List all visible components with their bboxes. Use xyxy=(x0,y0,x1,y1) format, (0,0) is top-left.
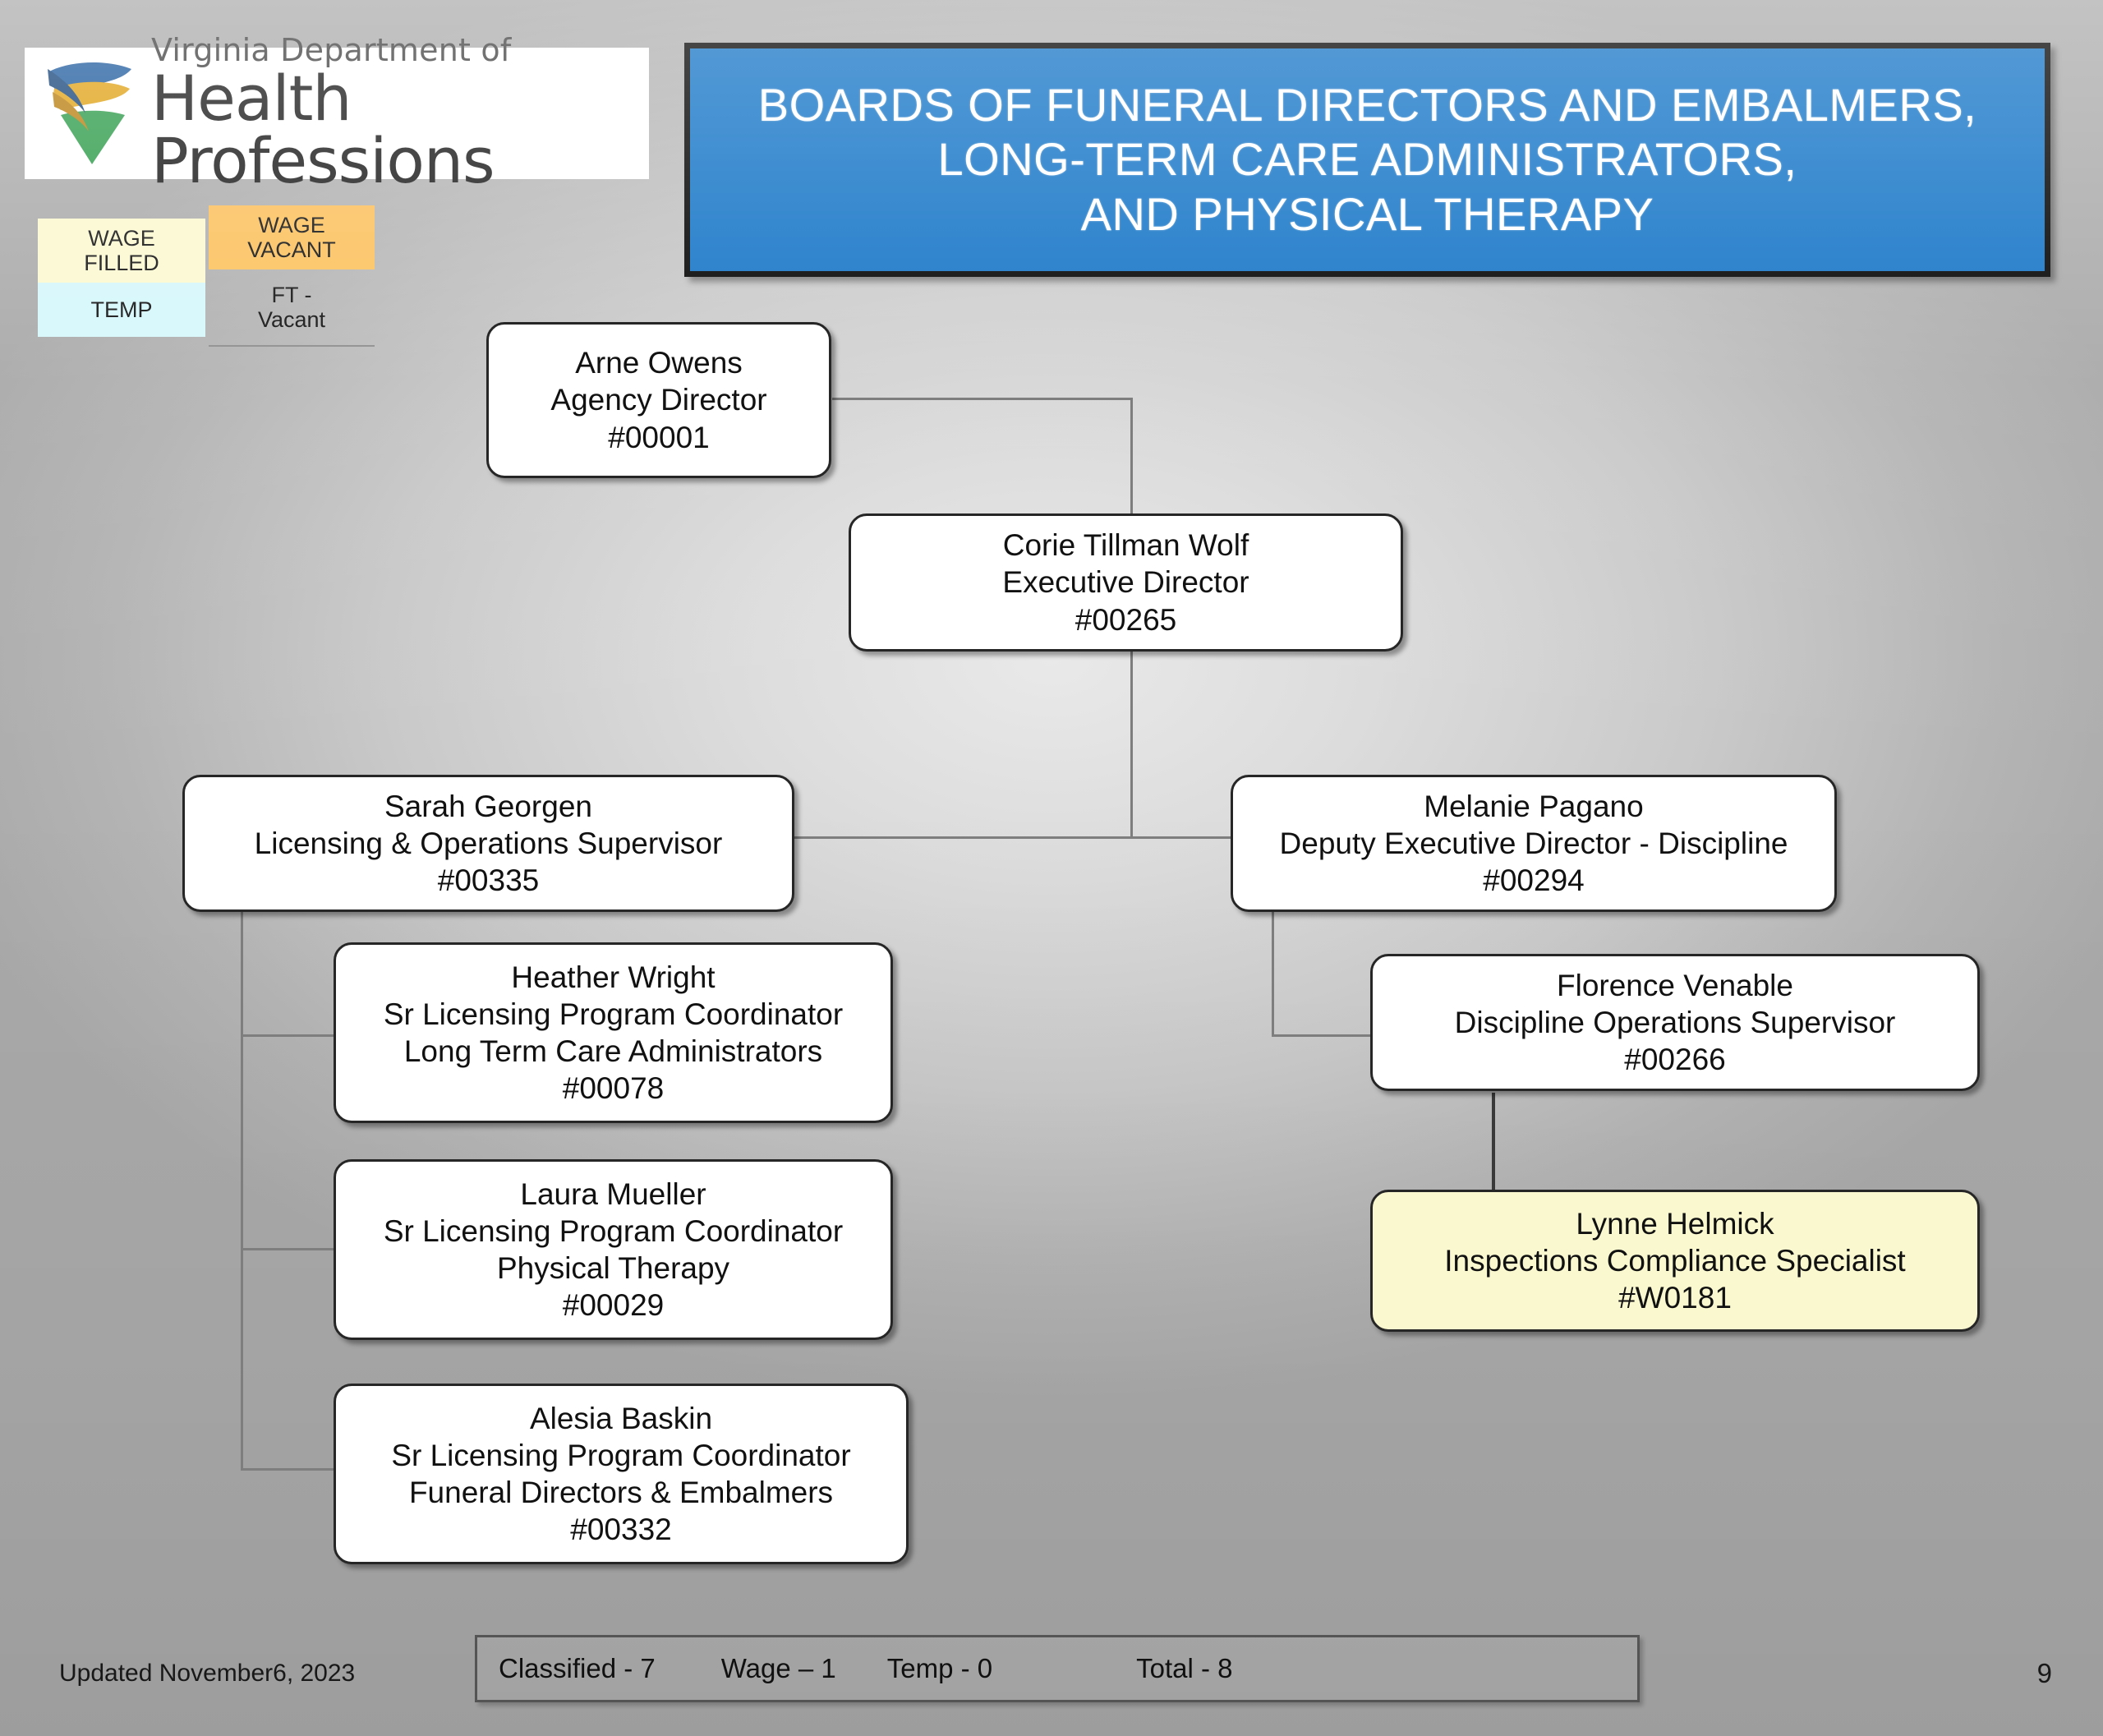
node-name: Heather Wright xyxy=(511,960,716,994)
node-number: #00294 xyxy=(1483,863,1585,898)
org-node-alesia-baskin[interactable]: Alesia Baskin Sr Licensing Program Coord… xyxy=(334,1384,909,1564)
node-name: Alesia Baskin xyxy=(529,1401,713,1435)
node-number: #00265 xyxy=(1075,602,1177,637)
legend-item-wage-filled: WAGE FILLED xyxy=(38,219,205,283)
node-name: Lynne Helmick xyxy=(1576,1206,1774,1241)
summary-total: Total - 8 xyxy=(1136,1653,1233,1683)
node-title: Sr Licensing Program Coordinator xyxy=(391,1438,851,1472)
legend-ft-vacant-line1: FT - xyxy=(271,282,312,307)
legend-wage-vacant-line1: WAGE xyxy=(258,212,325,237)
node-name: Corie Tillman Wolf xyxy=(1002,528,1249,563)
node-number: #00332 xyxy=(570,1513,672,1547)
title-line-2: LONG-TERM CARE ADMINISTRATORS, xyxy=(937,133,1797,186)
legend-item-ft-vacant: FT - Vacant xyxy=(209,269,375,347)
node-title: Agency Director xyxy=(550,383,767,417)
org-node-corie-tillman-wolf[interactable]: Corie Tillman Wolf Executive Director #0… xyxy=(849,513,1403,652)
node-number: #00266 xyxy=(1624,1043,1726,1077)
node-title: Discipline Operations Supervisor xyxy=(1454,1005,1896,1039)
org-node-arne-owens[interactable]: Arne Owens Agency Director #00001 xyxy=(486,322,831,478)
connector-georgen-to-mueller xyxy=(241,1248,335,1250)
vdhp-logo: Virginia Department of Health Profession… xyxy=(25,35,649,192)
connector-pagano-to-venable-horizontal xyxy=(1272,1034,1370,1037)
node-subtitle: Long Term Care Administrators xyxy=(403,1034,823,1068)
logo-line-1: Virginia Department of xyxy=(151,32,512,68)
node-subtitle: Funeral Directors & Embalmers xyxy=(408,1476,834,1509)
node-number: #00335 xyxy=(437,863,540,898)
connector-wolf-to-georgen-horizontal xyxy=(793,836,1133,839)
logo-line-2: Health Professions xyxy=(151,62,495,197)
legend-wage-filled-line1: WAGE xyxy=(88,225,155,251)
legend-wage-vacant-line2: VACANT xyxy=(247,237,336,262)
connector-venable-to-helmick xyxy=(1492,1093,1495,1191)
node-name: Melanie Pagano xyxy=(1424,789,1644,823)
org-node-florence-venable[interactable]: Florence Venable Discipline Operations S… xyxy=(1370,954,1980,1091)
updated-date: Updated November6, 2023 xyxy=(59,1660,356,1687)
title-line-3: AND PHYSICAL THERAPY xyxy=(1080,187,1654,240)
summary-classified: Classified - 7 xyxy=(499,1653,656,1683)
org-node-heather-wright[interactable]: Heather Wright Sr Licensing Program Coor… xyxy=(334,942,893,1123)
vdhp-shield-logo-icon xyxy=(48,62,131,164)
node-number: #00029 xyxy=(562,1288,665,1323)
node-title: Executive Director xyxy=(1002,565,1249,600)
legend-ft-vacant-line2: Vacant xyxy=(257,307,326,332)
connector-owens-to-wolf-horizontal xyxy=(832,398,1133,400)
connector-wolf-to-pagano-horizontal xyxy=(1130,836,1232,839)
title-line-1: BOARDS OF FUNERAL DIRECTORS AND EMBALMER… xyxy=(757,79,1977,131)
node-number: #00001 xyxy=(608,420,710,454)
org-node-melanie-pagano[interactable]: Melanie Pagano Deputy Executive Director… xyxy=(1231,775,1837,912)
connector-pagano-spine-vertical xyxy=(1272,912,1274,1037)
org-node-laura-mueller[interactable]: Laura Mueller Sr Licensing Program Coord… xyxy=(334,1159,893,1340)
node-name: Florence Venable xyxy=(1557,968,1793,1002)
connector-georgen-to-baskin xyxy=(241,1468,335,1471)
summary-wage: Wage – 1 xyxy=(720,1653,836,1683)
node-subtitle: Physical Therapy xyxy=(496,1251,730,1285)
legend-item-wage-vacant: WAGE VACANT xyxy=(209,205,375,269)
summary-temp: Temp - 0 xyxy=(886,1653,993,1683)
node-number: #W0181 xyxy=(1618,1281,1732,1315)
node-name: Arne Owens xyxy=(575,346,743,380)
connector-owens-to-wolf-vertical xyxy=(1130,398,1133,514)
node-name: Laura Mueller xyxy=(520,1177,706,1211)
legend-column-right: WAGE VACANT FT - Vacant xyxy=(209,205,375,347)
legend-item-temp: TEMP xyxy=(38,283,205,337)
connector-georgen-spine-vertical xyxy=(241,912,243,1471)
node-title: Inspections Compliance Specialist xyxy=(1444,1243,1906,1278)
org-node-sarah-georgen[interactable]: Sarah Georgen Licensing & Operations Sup… xyxy=(182,775,794,912)
org-node-lynne-helmick[interactable]: Lynne Helmick Inspections Compliance Spe… xyxy=(1370,1190,1980,1332)
node-number: #00078 xyxy=(562,1071,665,1106)
node-title: Licensing & Operations Supervisor xyxy=(254,826,723,860)
connector-wolf-down-spine xyxy=(1130,652,1133,838)
page-number: 9 xyxy=(2036,1658,2052,1688)
legend-temp-label: TEMP xyxy=(90,297,153,322)
legend-wage-filled-line2: FILLED xyxy=(84,251,159,275)
node-title: Deputy Executive Director - Discipline xyxy=(1279,826,1788,860)
node-title: Sr Licensing Program Coordinator xyxy=(383,1213,844,1248)
staffing-summary-bar: Classified - 7 Wage – 1 Temp - 0 Total -… xyxy=(475,1635,1640,1702)
legend-column-left: WAGE FILLED TEMP xyxy=(38,219,205,337)
slide-title-banner: BOARDS OF FUNERAL DIRECTORS AND EMBALMER… xyxy=(684,43,2050,277)
connector-georgen-to-wright xyxy=(241,1034,335,1037)
node-name: Sarah Georgen xyxy=(384,789,592,823)
node-title: Sr Licensing Program Coordinator xyxy=(383,997,844,1031)
